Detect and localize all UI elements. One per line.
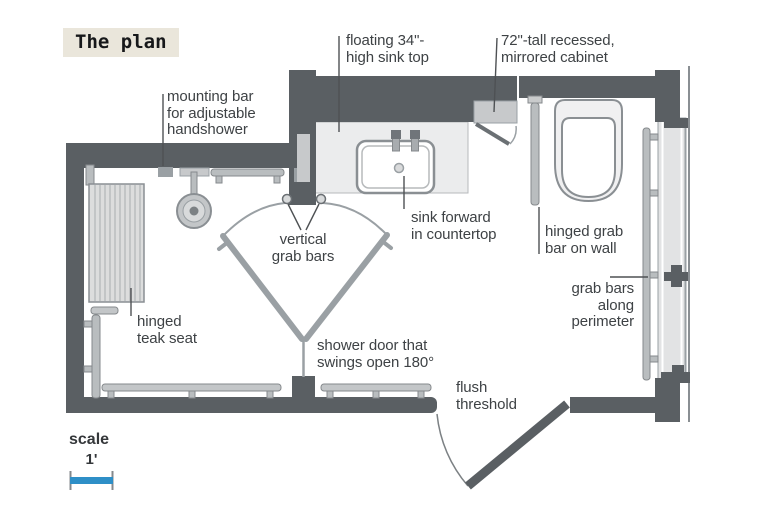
- teak-seat: [88, 183, 145, 303]
- annotation-flush-threshold: flush threshold: [456, 379, 517, 413]
- scale-bar: [69, 471, 114, 490]
- sink: [355, 130, 436, 195]
- scale-label: scale: [69, 431, 110, 448]
- shower-door: [217, 193, 393, 377]
- bottom-grab-bars: [101, 383, 432, 399]
- annotation-mirrored-cabinet: 72"-tall recessed, mirrored cabinet: [501, 32, 615, 66]
- vertical-grab-bar-left: [281, 193, 293, 205]
- seat-handle: [90, 306, 119, 315]
- annotation-sink-forward: sink forward in countertop: [411, 209, 497, 243]
- walls: [66, 70, 690, 422]
- perimeter-grab-bar-right: [642, 127, 659, 381]
- mounting-bar: [210, 168, 285, 184]
- entry-door: [436, 400, 570, 490]
- handshower: [158, 167, 212, 229]
- wall-grab-stub: [85, 164, 95, 186]
- annotation-floating-sink: floating 34"- high sink top: [346, 32, 429, 66]
- window: [657, 117, 687, 381]
- hinged-grab-bar: [527, 95, 543, 206]
- left-grab-bar: [83, 314, 101, 399]
- faucet-handles: [391, 130, 420, 152]
- annotation-perimeter-grab-bars: grab bars along perimeter: [571, 280, 635, 330]
- mirrored-cabinet: [473, 100, 518, 146]
- vertical-grab-bar-right: [315, 193, 327, 205]
- toilet: [554, 99, 623, 203]
- annotation-shower-door: shower door that swings open 180°: [317, 337, 434, 371]
- scale-value: 1': [85, 451, 98, 468]
- annotation-vertical-grab-bars: vertical grab bars: [271, 231, 335, 265]
- annotation-teak-seat: hinged teak seat: [137, 313, 197, 347]
- wall-niche: [297, 134, 310, 182]
- page-title: The plan: [63, 28, 179, 57]
- leader-lines: [130, 36, 648, 316]
- annotation-mounting-bar: mounting bar for adjustable handshower: [167, 88, 256, 138]
- sink-drain: [393, 162, 405, 174]
- annotation-hinged-grab-bar: hinged grab bar on wall: [545, 223, 624, 257]
